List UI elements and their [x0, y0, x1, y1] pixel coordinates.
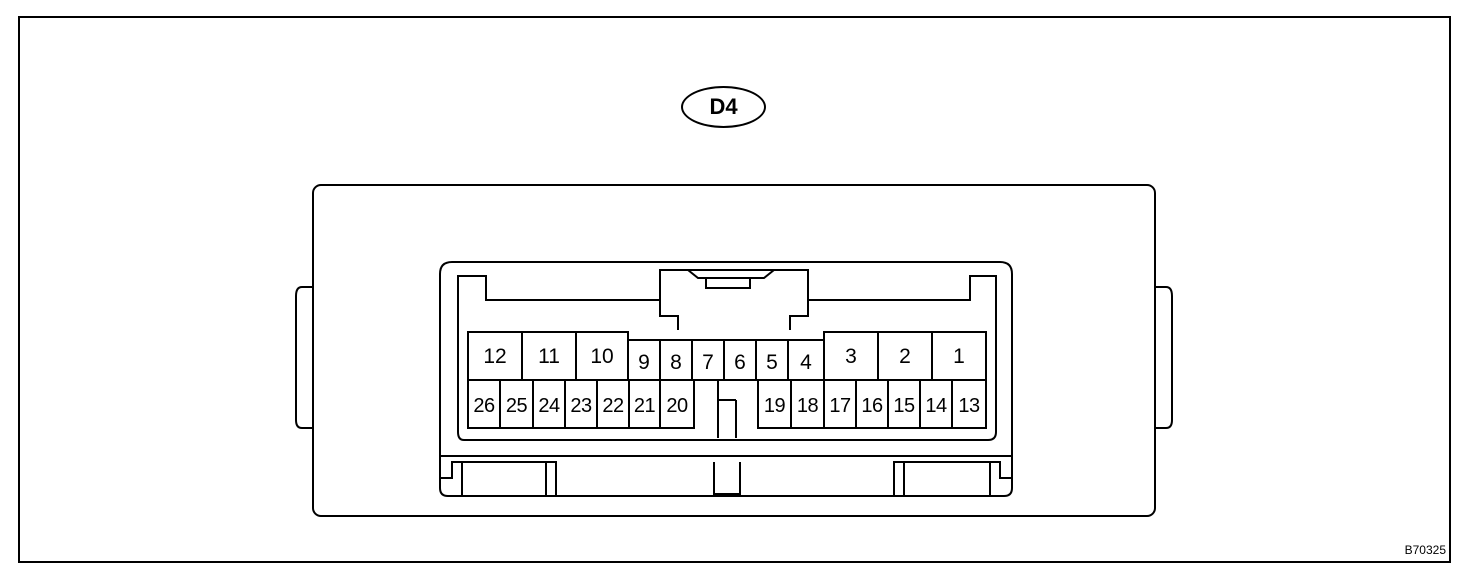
key-slot [705, 277, 751, 289]
pin-7: 7 [702, 350, 714, 374]
connector-code-label: D4 [681, 86, 766, 128]
pin-12: 12 [483, 344, 507, 368]
pin-16: 16 [861, 395, 883, 417]
key-left-shoulder [659, 300, 679, 330]
housing-outline [312, 184, 1156, 517]
pin-18: 18 [796, 395, 819, 417]
lower-left-foot [440, 461, 557, 496]
pin-22: 22 [602, 395, 624, 417]
pin-23: 23 [570, 395, 592, 417]
pin-26: 26 [473, 395, 495, 417]
left-latch [295, 286, 313, 429]
pin-20: 20 [666, 395, 688, 417]
pin-15: 15 [893, 395, 915, 417]
pin-3: 3 [845, 344, 857, 368]
pin-5: 5 [766, 350, 778, 374]
foot-details [461, 462, 991, 496]
pin-9: 9 [638, 350, 650, 374]
key-top [687, 269, 775, 279]
pin-10: 10 [590, 344, 614, 368]
pin-4: 4 [800, 350, 812, 374]
pin-1: 1 [953, 344, 965, 368]
pin-14: 14 [925, 395, 947, 417]
pin-25: 25 [505, 395, 528, 417]
key-right-shoulder [789, 300, 809, 330]
pin-6: 6 [734, 350, 746, 374]
pin-21: 21 [633, 395, 656, 417]
connector-face-outer [439, 261, 1013, 497]
lower-right-foot [893, 461, 1012, 496]
pin-13: 13 [958, 395, 980, 417]
pin-8: 8 [670, 350, 682, 374]
pin-11: 11 [538, 344, 560, 368]
pin-2: 2 [899, 344, 911, 368]
right-latch [1155, 286, 1173, 429]
pin-17: 17 [829, 395, 851, 417]
lower-center-foot [713, 462, 741, 495]
figure-code: B70325 [1404, 543, 1446, 557]
connector-cavity [457, 269, 997, 441]
diagram-frame [18, 16, 1451, 563]
pin-19: 19 [763, 395, 786, 417]
center-key [717, 380, 737, 438]
pin-24: 24 [538, 395, 560, 417]
